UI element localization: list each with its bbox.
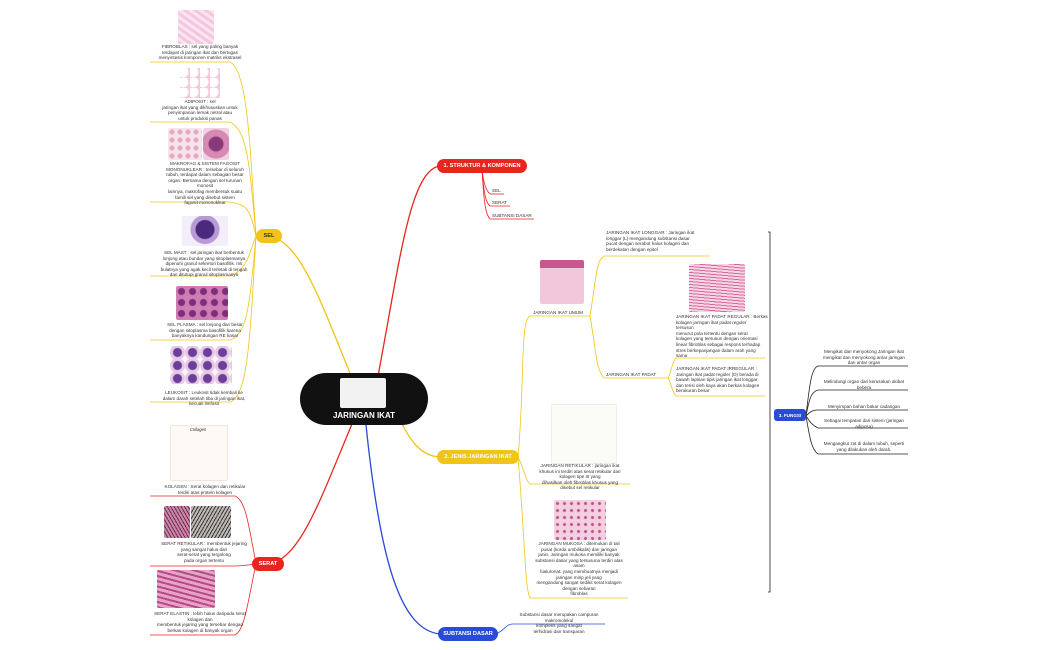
padat-ireguler-text: JARINGAN IKAT PADAT IRREGULAR : Jaringan… (676, 366, 760, 394)
branch-serat[interactable]: SERAT (252, 557, 284, 571)
mukosa-image (554, 500, 606, 540)
elastin-text: SERAT ELASTIN : lebih halus daripada ser… (154, 611, 246, 633)
makrofag-image-2 (203, 128, 229, 160)
retikular-jaringan-image (551, 404, 617, 464)
link-serat (267, 423, 353, 565)
retikular-image-1 (164, 506, 190, 538)
jaringan-umum-label: JARINGAN IKAT UMUM (533, 310, 583, 315)
struktur-item-sel: SEL (492, 188, 501, 193)
fungsi-item-4: Sebagai tempatan dari sistem (jaringan a… (824, 418, 904, 429)
central-title: JARINGAN IKAT (332, 411, 396, 420)
adiposit-image (180, 68, 220, 98)
fungsi-item-2: Melindungi organ dari kerusakan akibat b… (823, 379, 905, 390)
branch-substansi[interactable]: SUBTANSI DASAR (438, 627, 498, 641)
plasma-image (176, 286, 228, 320)
jaringan-mukosa-text: JARINGAN MUKOSA : ditemukan di tali pusa… (535, 541, 623, 597)
struktur-item-substansi: SUBTANSI DASAR (492, 213, 532, 218)
jaringan-retikular-text: JARINGAN RETIKULAR : jaringan ikat khusu… (539, 463, 621, 491)
makrofag-text: MAKROFAG & SISTEM FAGOSIT MONONUKLEAR : … (166, 161, 244, 206)
retikular-text: SERAT RETIKULAR : membentuk jejaring yan… (161, 541, 247, 563)
jaringan-umum-image (540, 260, 584, 304)
link-jenis (399, 419, 441, 458)
branch-jenis[interactable]: 2. JENIS JARINGAN IKAT (437, 450, 519, 464)
elastin-image (157, 570, 215, 608)
branch-struktur[interactable]: 1. STRUKTUR & KOMPONEN (437, 159, 527, 173)
adiposit-text: ADIPOSIT : sel jaringan ikat yang dikhus… (162, 99, 238, 121)
link-substansi (365, 424, 441, 635)
fibroblas-image (178, 10, 214, 44)
collagen-diagram-title: Collagen (189, 427, 207, 432)
retikular-image-2 (191, 506, 231, 538)
central-node[interactable]: JARINGAN IKAT (300, 373, 428, 425)
fungsi-item-3: Menyimpan bahan bakar cadangan (827, 404, 901, 409)
padat-reguler-image (689, 264, 745, 312)
mast-text: SEL MAST : sel jaringan ikat berbentuk l… (160, 250, 248, 278)
fungsi-item-1: Mengikat dan menyokong Jaringan ikat men… (823, 349, 905, 366)
central-image (340, 378, 386, 408)
jaringan-longgar-text: JARINGAN IKAT LONGGAR : Jaringan ikat lo… (606, 230, 695, 252)
jaringan-padat-label: JARINGAN IKAT PADAT (606, 372, 657, 377)
mast-image (182, 216, 228, 246)
struktur-item-serat: SERAT (492, 200, 507, 205)
collagen-diagram (170, 425, 228, 481)
padat-reguler-text: JARINGAN IKAT PADAT REGULAR : Berkas kol… (676, 314, 768, 359)
substansi-text: Substansi dasar merupakan campuran makro… (519, 612, 599, 634)
makrofag-image-1 (168, 128, 202, 160)
leukosit-text: LEUKOSIT : Leukosit tidak kembali ke dal… (162, 390, 246, 407)
branch-sel[interactable]: SEL (256, 229, 282, 243)
link-sel (267, 235, 353, 379)
fibroblas-text: FIBROBLAS : sel yang paling banyak terda… (158, 44, 242, 61)
leukosit-image (170, 346, 232, 384)
plasma-text: SEL PLASMA : sel lonjong dan besar denga… (167, 322, 243, 339)
branch-fungsi[interactable]: 3. FUNGSI (774, 409, 806, 421)
link-struktur (377, 165, 441, 377)
kolagen-text: KOLAGEN : Serat kolagen dan retikular te… (164, 484, 246, 495)
fungsi-item-5: Mengangkut zat di dalam tubuh, seperti y… (823, 441, 905, 452)
